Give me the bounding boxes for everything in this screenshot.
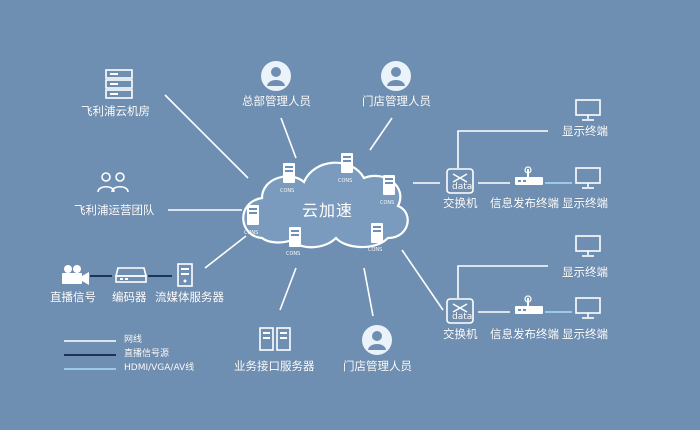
cons-server-icon bbox=[341, 153, 353, 173]
encoder-label: 编码器 bbox=[112, 290, 147, 304]
business-server-label: 业务接口服务器 bbox=[234, 359, 315, 373]
user-avatar-icon bbox=[261, 61, 291, 91]
display-3-label: 显示终端 bbox=[562, 265, 608, 279]
switch-bottom-label: 交换机 bbox=[443, 327, 478, 341]
network-switch-icon bbox=[446, 298, 474, 324]
store-admin-top-node bbox=[380, 60, 412, 96]
switch-bottom-data-label: data bbox=[452, 312, 473, 322]
media-player-box-icon bbox=[515, 166, 543, 185]
team-icon bbox=[97, 172, 129, 193]
monitor-icon bbox=[575, 297, 601, 319]
publisher-bottom-label: 信息发布终端 bbox=[490, 327, 559, 341]
hq-admin-node bbox=[260, 60, 292, 96]
monitor-icon bbox=[575, 99, 601, 121]
server-rack-icon bbox=[105, 69, 133, 99]
line-switch-top-display1 bbox=[457, 130, 548, 168]
cloud-room-label: 飞利浦云机房 bbox=[81, 104, 150, 118]
cons-server-icon bbox=[283, 163, 295, 183]
media-player-box-icon bbox=[515, 295, 543, 314]
legend-network-cable: 网线 bbox=[124, 335, 143, 345]
line-media-server bbox=[204, 235, 247, 269]
cloud-shape bbox=[242, 161, 409, 249]
display-3-node bbox=[574, 234, 602, 262]
display-4-label: 显示终端 bbox=[562, 327, 608, 341]
publisher-top-node bbox=[513, 166, 545, 192]
cons-label-5: CONS bbox=[286, 251, 301, 257]
cons-node-6 bbox=[370, 222, 384, 248]
display-2-label: 显示终端 bbox=[562, 196, 608, 210]
publisher-bottom-node bbox=[513, 295, 545, 321]
media-server-icon bbox=[177, 263, 193, 287]
encoder-icon bbox=[114, 267, 148, 283]
cons-server-icon bbox=[247, 205, 259, 225]
cons-label-3: CONS bbox=[380, 200, 395, 206]
user-avatar-icon bbox=[362, 325, 392, 355]
store-admin-top-label: 门店管理人员 bbox=[362, 94, 431, 108]
live-signal-label: 直播信号 bbox=[50, 290, 96, 304]
switch-top-data-label: data bbox=[452, 182, 473, 192]
ops-team-node bbox=[96, 170, 130, 200]
publisher-top-label: 信息发布终端 bbox=[490, 196, 559, 210]
ops-team-label: 飞利浦运营团队 bbox=[74, 203, 155, 217]
user-avatar-icon bbox=[381, 61, 411, 91]
business-server-node bbox=[258, 326, 292, 356]
display-4-node bbox=[574, 296, 602, 324]
server-pair-icon bbox=[259, 327, 291, 351]
line-store-admin-bottom bbox=[363, 267, 374, 317]
line-store-admin-top bbox=[369, 117, 393, 151]
cons-node-5 bbox=[288, 226, 302, 252]
switch-top-label: 交换机 bbox=[443, 196, 478, 210]
line-cloud-room bbox=[164, 94, 249, 179]
media-server-node bbox=[176, 262, 194, 292]
switch-bottom-node bbox=[446, 298, 474, 328]
cons-label-4: CONS bbox=[244, 230, 259, 236]
cons-node-4 bbox=[246, 204, 260, 230]
line-business-server bbox=[279, 267, 297, 311]
display-1-label: 显示终端 bbox=[562, 124, 608, 138]
legend-hdmi-cable: HDMI/VGA/AV线 bbox=[124, 363, 195, 373]
line-hq-admin bbox=[280, 117, 297, 159]
cons-label-2: CONS bbox=[338, 178, 353, 184]
cloud-title: 云加速 bbox=[302, 201, 354, 220]
encoder-node bbox=[114, 266, 148, 288]
line-switch-bottom-display3 bbox=[457, 265, 548, 298]
display-1-node bbox=[574, 98, 602, 126]
cons-server-icon bbox=[371, 223, 383, 243]
monitor-icon bbox=[575, 235, 601, 257]
video-camera-icon bbox=[62, 265, 89, 285]
cons-label-6: CONS bbox=[368, 247, 383, 253]
line-switch-bottom bbox=[401, 249, 444, 311]
network-switch-icon bbox=[446, 168, 474, 194]
hq-admin-label: 总部管理人员 bbox=[242, 94, 311, 108]
cloud-room-node bbox=[104, 68, 134, 104]
cons-node-3 bbox=[382, 174, 396, 200]
cons-node-1 bbox=[282, 162, 296, 188]
monitor-icon bbox=[575, 167, 601, 189]
cons-node-2 bbox=[340, 152, 354, 178]
store-admin-bottom-node bbox=[361, 324, 393, 360]
media-server-label: 流媒体服务器 bbox=[155, 290, 224, 304]
live-signal-node bbox=[60, 264, 90, 290]
display-2-node bbox=[574, 166, 602, 194]
cons-server-icon bbox=[383, 175, 395, 195]
store-admin-bottom-label: 门店管理人员 bbox=[343, 359, 412, 373]
switch-top-node bbox=[446, 168, 474, 198]
cons-label-1: CONS bbox=[280, 188, 295, 194]
cons-server-icon bbox=[289, 227, 301, 247]
legend-live-source: 直播信号源 bbox=[124, 349, 170, 359]
